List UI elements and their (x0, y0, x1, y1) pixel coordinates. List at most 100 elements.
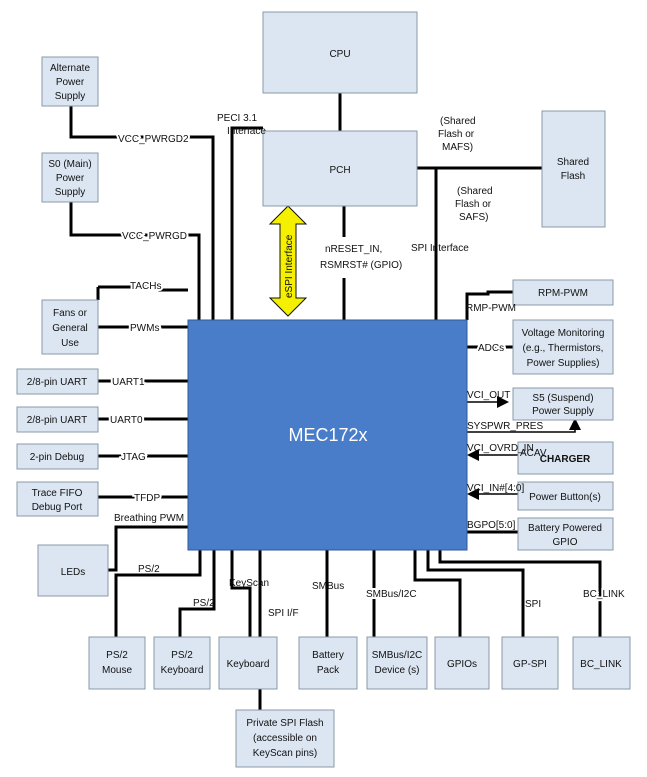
nreset-label: RSMRST# (GPIO) (320, 260, 402, 271)
vci-out-label: VCI_OUT (467, 390, 510, 401)
s5-line: Power Supply (532, 406, 594, 417)
safs-label: (Shared (457, 186, 493, 197)
wires (69, 93, 602, 710)
vci-ovrd-in-label: VCI_OVRD_IN (467, 443, 534, 454)
gp-spi-label: GP-SPI (513, 659, 547, 670)
adcs-label: ADCs (478, 343, 504, 354)
uart1-device-label: 2/8-pin UART (27, 377, 87, 388)
leds-label: LEDs (61, 567, 85, 578)
shared-flash-block: Shared Flash (541, 110, 606, 228)
safs-label: Flash or (455, 199, 492, 210)
bc-link-device-label: BC_LINK (580, 659, 622, 670)
battery-gpio-line: Battery Powered (528, 523, 602, 534)
private-flash-line: Private SPI Flash (246, 718, 323, 729)
alt-power-line: Power (56, 77, 85, 88)
voltage-monitoring-block: Voltage Monitoring (e.g., Thermistors, P… (512, 319, 614, 375)
fans-block: Fans or General Use (41, 299, 99, 355)
uart0-label: UART0 (110, 415, 143, 426)
mafs-label: Flash or (438, 129, 475, 140)
power-button-block: Power Button(s) (517, 481, 614, 511)
rmp-pwm-label: RMP-PWM (466, 303, 516, 314)
spi-if-label: SPI I/F (268, 608, 299, 619)
gpios-label: GPIOs (447, 659, 477, 670)
private-flash-line: KeyScan pins) (253, 748, 317, 759)
ps2-mouse-block: PS/2 Mouse (88, 636, 146, 690)
tachs-label: TACHs (130, 281, 161, 292)
spi-label: SPI (525, 599, 541, 610)
cpu-label: CPU (329, 49, 350, 60)
jtag-label: JTAG (121, 452, 146, 463)
vcc-pwrgd2-label: VCC_PWRGD2 (118, 134, 189, 145)
rpm-pwm-label: RPM-PWM (538, 288, 588, 299)
keyboard-block: Keyboard (218, 636, 278, 690)
mafs-label: (Shared (440, 116, 476, 127)
uart1-label: UART1 (112, 377, 145, 388)
leds-block: LEDs (37, 544, 109, 597)
ps2-keyboard-block: PS/2 Keyboard (153, 636, 211, 690)
espi-arrow: eSPI Interface (268, 205, 308, 317)
vci-in-label: VCI_IN#[4:0] (467, 483, 524, 494)
main-power-block: S0 (Main) Power Supply (41, 152, 99, 203)
gpios-block: GPIOs (434, 636, 490, 690)
alternate-power-block: Alternate Power Supply (41, 56, 99, 107)
s5-line: S5 (Suspend) (532, 393, 593, 404)
espi-label: eSPI Interface (284, 234, 295, 298)
ps2-keyboard-line: Keyboard (161, 665, 204, 676)
smbus-i2c-label: SMBus/I2C (366, 589, 417, 600)
peci-label: PECI 3.1 (217, 113, 257, 124)
ps2-keyboard-line: PS/2 (171, 650, 193, 661)
vcc-pwrgd-label: VCC_PWRGD (122, 231, 187, 242)
mec172x-chip: MEC172x (187, 319, 468, 551)
main-power-line: Supply (55, 187, 86, 198)
bc-link-block: BC_LINK (572, 636, 631, 690)
uart0-device-label: 2/8-pin UART (27, 415, 87, 426)
battery-line: Pack (317, 665, 340, 676)
uart1-device-block: 2/8-pin UART (16, 368, 99, 395)
ps2-mouse-line: Mouse (102, 665, 132, 676)
cpu-block: CPU (262, 11, 418, 94)
debug-2pin-label: 2-pin Debug (30, 452, 84, 463)
private-spi-flash-block: Private SPI Flash (accessible on KeyScan… (235, 709, 335, 768)
voltage-mon-line: (e.g., Thermistors, (523, 343, 604, 354)
charger-block: CHARGER (517, 441, 614, 475)
acav-label: ACAV (520, 448, 547, 459)
ps2-b-label: PS/2 (193, 598, 215, 609)
alt-power-line: Alternate (50, 63, 90, 74)
shared-flash-line: Shared (557, 157, 589, 168)
spi-interface-label: SPI Interface (411, 243, 469, 254)
uart0-device-block: 2/8-pin UART (16, 406, 99, 433)
trace-line: Debug Port (32, 502, 83, 513)
voltage-mon-line: Power Supplies) (527, 358, 600, 369)
pwms-label: PWMs (130, 323, 159, 334)
nreset-label: nRESET_IN, (325, 244, 382, 255)
syspwr-pres-label: SYSPWR_PRES (467, 421, 543, 432)
charger-label: CHARGER (540, 454, 591, 465)
battery-gpio-block: Battery Powered GPIO (517, 517, 614, 551)
smbus-device-block: SMBus/I2C Device (s) (366, 636, 428, 690)
rpm-pwm-block: RPM-PWM (512, 279, 614, 306)
safs-label: SAFS) (459, 212, 488, 223)
voltage-mon-line: Voltage Monitoring (522, 328, 605, 339)
bgpo-label: BGPO[5:0] (467, 520, 516, 531)
bc-link-label: BC_LINK (583, 589, 625, 600)
chip-label: MEC172x (288, 425, 367, 445)
mafs-label: MAFS) (442, 142, 473, 153)
power-button-label: Power Button(s) (529, 492, 601, 503)
tfdp-label: TFDP (134, 493, 160, 504)
gp-spi-block: GP-SPI (501, 636, 559, 690)
pch-label: PCH (329, 165, 350, 176)
shared-flash-line: Flash (561, 171, 585, 182)
fans-line: Use (61, 338, 79, 349)
alt-power-line: Supply (55, 91, 86, 102)
signal-labels: PECI 3.1 Interface (Shared Flash or MAFS… (108, 113, 627, 619)
private-flash-line: (accessible on (253, 733, 317, 744)
battery-gpio-line: GPIO (552, 537, 577, 548)
debug-2pin-block: 2-pin Debug (16, 443, 99, 470)
keyscan-label: KeyScan (229, 578, 269, 589)
ps2-mouse-line: PS/2 (106, 650, 128, 661)
fans-line: Fans or (53, 308, 88, 319)
ps2-a-label: PS/2 (138, 564, 160, 575)
pch-block: PCH (262, 130, 418, 207)
s5-power-supply-block: S5 (Suspend) Power Supply (512, 387, 614, 421)
